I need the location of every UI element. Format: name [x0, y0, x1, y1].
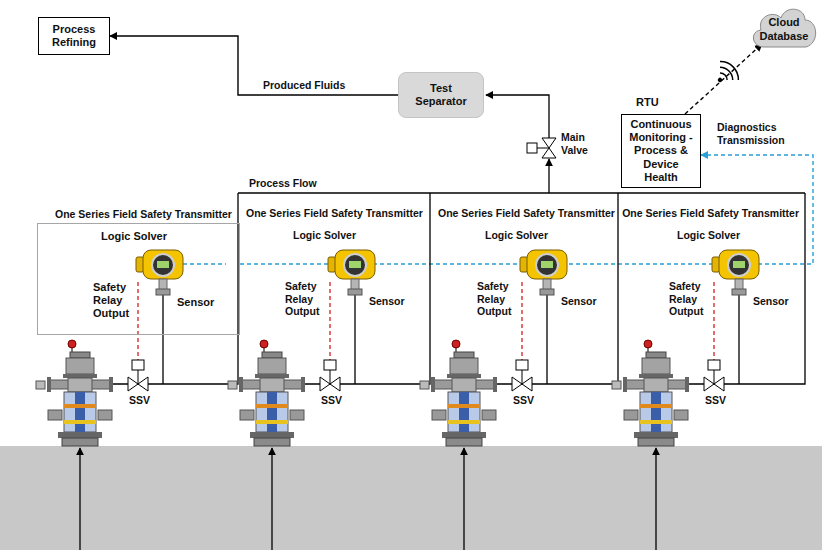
wellhead — [612, 340, 689, 446]
diagram-label: One Series Field Safety Transmitter — [437, 207, 616, 220]
ssv-valve — [512, 360, 532, 391]
rtu-box: RTUContinuous Monitoring - Process & Dev… — [621, 114, 701, 188]
node-label: Sensor — [177, 296, 214, 309]
diagram-label: Logic Solver — [292, 229, 357, 242]
main-valve-symbol — [527, 138, 556, 158]
node-label: Logic Solver — [101, 230, 167, 243]
edge-label: Diagnostics Transmission — [716, 121, 802, 146]
diagnostics-wire — [183, 263, 226, 264]
cloud-shape: Cloud Database — [748, 2, 820, 50]
node-text: Cloud Database — [752, 16, 816, 42]
diagram-label: SSV — [704, 394, 727, 407]
diagram-label: Process Flow — [248, 177, 318, 190]
diagram-label: Logic Solver — [484, 229, 549, 242]
node-text: Process Refining — [43, 23, 105, 49]
wellhead — [228, 340, 305, 446]
ssv-valve — [320, 360, 340, 391]
node-text: Test Separator — [403, 82, 479, 108]
safety-transmitter — [136, 250, 183, 295]
diagram-label: One Series Field Safety Transmitter — [621, 207, 800, 220]
diagram-label: Logic Solver — [676, 229, 741, 242]
safety-relay-wire — [138, 282, 714, 360]
diagram-label: Safety Relay Output — [668, 280, 712, 318]
flow-connector — [685, 44, 762, 114]
diagram-label: SSV — [320, 394, 343, 407]
flow-connector — [110, 36, 398, 95]
diagram-label: Sensor — [368, 295, 406, 308]
wellhead — [420, 340, 497, 446]
diagram-label: SSV — [512, 394, 535, 407]
transmitter-group: One Series Field Safety TransmitterLogic… — [37, 223, 240, 335]
wireless-symbol — [710, 58, 743, 91]
diagram-label: Sensor — [560, 295, 598, 308]
process-box: Process Refining — [38, 17, 110, 55]
diagram-label: Main Valve — [560, 131, 602, 156]
node-text: Continuous Monitoring - Process & Device… — [626, 118, 696, 184]
safety-transmitter — [520, 250, 567, 295]
edge-label: Produced Fluids — [262, 79, 346, 92]
node-label: Safety Relay Output — [93, 281, 135, 321]
ground-band — [0, 446, 822, 550]
safety-transmitter — [712, 250, 759, 295]
diagram-label: Safety Relay Output — [476, 280, 520, 318]
diagram-label: SSV — [128, 394, 151, 407]
safety-transmitter — [328, 250, 375, 295]
process-piping — [80, 95, 805, 550]
node-label: One Series Field Safety Transmitter — [54, 208, 233, 221]
separator-box: Test Separator — [398, 72, 484, 118]
ssv-valve — [704, 360, 724, 391]
ssv-valve — [128, 360, 148, 391]
diagram-label: One Series Field Safety Transmitter — [245, 207, 424, 220]
diagram-label: Safety Relay Output — [284, 280, 328, 318]
flow-connector — [240, 155, 813, 264]
node-label: RTU — [636, 96, 659, 109]
wellhead — [36, 340, 113, 446]
diagram-label: Sensor — [752, 295, 790, 308]
